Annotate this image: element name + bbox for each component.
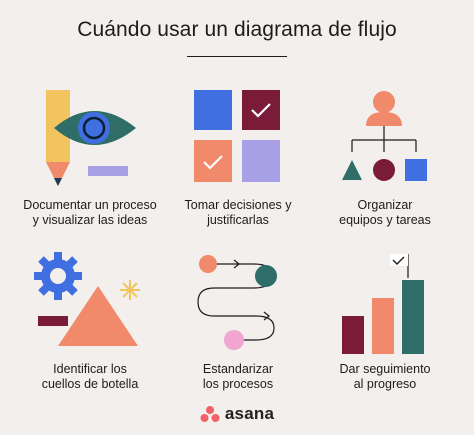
progress-bars-illustration [342, 254, 424, 354]
check-icon [392, 256, 405, 265]
step-node-end [224, 330, 244, 350]
decision-grid-illustration [194, 90, 280, 182]
flag-icon [390, 254, 408, 266]
pencil-eye-illustration [46, 90, 136, 186]
caption-documentar: Documentar un proceso y visualizar las i… [11, 198, 169, 228]
caption-estandarizar: Estandarizar los procesos [159, 362, 317, 392]
pencil-tip [46, 162, 70, 186]
eye-iris [78, 112, 110, 144]
warning-triangle [58, 286, 138, 346]
caption-line: los procesos [202, 377, 274, 391]
circle-node [373, 159, 395, 181]
page-title: Cuándo usar un diagrama de flujo [77, 18, 397, 41]
brand-name: asana [224, 404, 275, 423]
caption-organizar: Organizar equipos y tareas [306, 198, 464, 228]
caption-line: cuellos de botella [41, 377, 139, 391]
check-icon [203, 155, 223, 170]
grid-square-lavender [242, 140, 280, 182]
caption-line: Dar seguimiento [339, 362, 431, 376]
bottleneck-illustration [34, 252, 140, 346]
person-body [366, 112, 402, 126]
eye-pupil [82, 116, 106, 140]
caption-line: y visualizar las ideas [32, 213, 148, 227]
sparkle-icon [120, 280, 140, 300]
eye-line [88, 166, 128, 176]
grid-square-blue [194, 90, 232, 130]
step-node-start [199, 255, 217, 273]
caption-line: al progreso [353, 377, 417, 391]
caption-line: Organizar [357, 198, 413, 212]
square-node [405, 159, 427, 181]
person-head [373, 91, 395, 113]
caption-line: equipos y tareas [339, 213, 431, 227]
grid-square-burgundy [242, 90, 280, 130]
asana-logo: asana [0, 404, 474, 424]
winding-path-illustration [197, 255, 277, 350]
title-underline [187, 56, 287, 57]
bar-high [402, 280, 424, 354]
caption-tomar-decisiones: Tomar decisiones y justificarlas [159, 198, 317, 228]
step-node-middle [255, 265, 277, 287]
grid-square-salmon [194, 140, 232, 182]
bar-low [342, 316, 364, 354]
caption-line: Tomar decisiones y [184, 198, 292, 212]
gear-icon [34, 252, 82, 300]
caption-line: justificarlas [207, 213, 269, 227]
caption-line: Identificar los [53, 362, 127, 376]
triangle-node [342, 160, 362, 180]
caption-seguimiento: Dar seguimiento al progreso [306, 362, 464, 392]
bar-mid [372, 298, 394, 354]
asana-dots-icon [200, 406, 220, 422]
caption-identificar: Identificar los cuellos de botella [11, 362, 169, 392]
caption-line: Estandarizar [202, 362, 274, 376]
org-chart-illustration [342, 91, 427, 181]
caption-line: Documentar un proceso [23, 198, 157, 212]
check-icon [251, 103, 271, 118]
burgundy-bar [38, 316, 68, 326]
